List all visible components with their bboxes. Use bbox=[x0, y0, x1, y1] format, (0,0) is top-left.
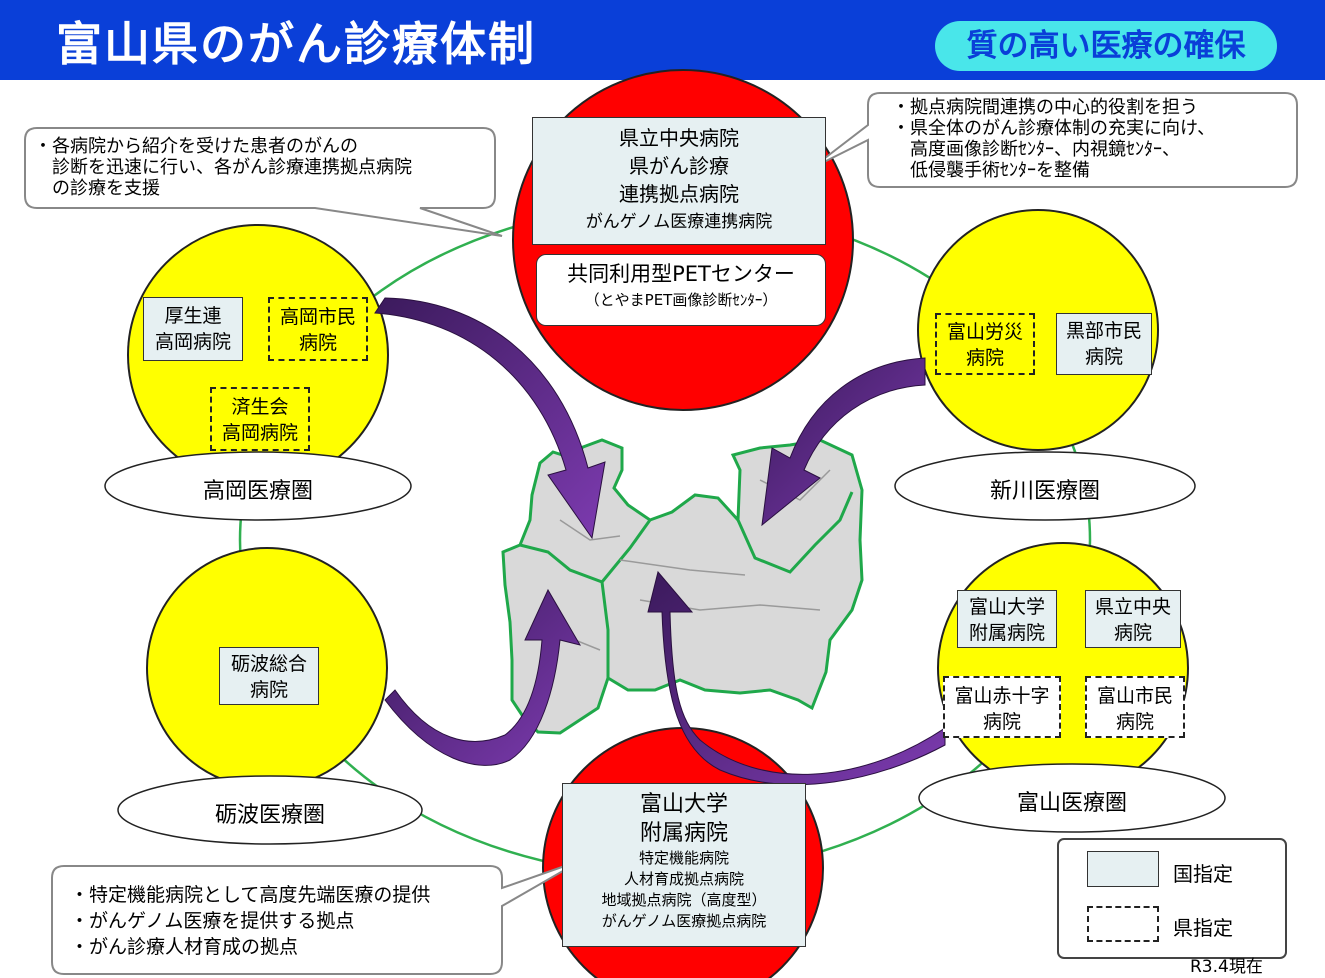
tonami-hospital-sogo: 砺波総合 病院 bbox=[219, 647, 319, 705]
toyama-hospital-sekijuji: 富山赤十字 病院 bbox=[943, 676, 1061, 738]
toyama-h2-line1: 県立中央 bbox=[1094, 596, 1171, 618]
toyama-hospital-shimin: 富山市民 病院 bbox=[1085, 676, 1185, 738]
takaoka-oval bbox=[104, 451, 412, 521]
bottom-center-line2: 附属病院 bbox=[639, 821, 728, 846]
shinkawa-h1-line2: 病院 bbox=[965, 347, 1004, 369]
top-center-line4: がんゲノム医療連携病院 bbox=[585, 212, 773, 232]
shinkawa-h2-line1: 黒部市民 bbox=[1065, 320, 1142, 342]
shinkawa-oval bbox=[894, 451, 1196, 521]
toyama-h3-line1: 富山赤十字 bbox=[954, 685, 1050, 707]
legend-national-swatch bbox=[1087, 851, 1159, 887]
pet-center-line2: （とやまPET画像診断ｾﾝﾀｰ） bbox=[584, 291, 778, 309]
toyama-region-label: 富山医療圏 bbox=[1016, 791, 1127, 816]
bottom-center-sub3: 地域拠点病院（高度型） bbox=[601, 891, 767, 909]
bottom-center-sub1: 特定機能病院 bbox=[638, 849, 729, 867]
toyama-h1-line1: 富山大学 bbox=[968, 596, 1045, 618]
date-note: R3.4現在 bbox=[1190, 957, 1263, 977]
shinkawa-hospital-rousai: 富山労災 病院 bbox=[935, 313, 1035, 375]
takaoka-h3-line2: 高岡病院 bbox=[221, 422, 298, 444]
callout-bottom-text: ・特定機能病院として高度先端医療の提供 ・がんゲノム医療を提供する拠点 ・がん診… bbox=[70, 884, 431, 958]
tonami-h1-line1: 砺波総合 bbox=[230, 653, 307, 675]
toyama-oval bbox=[918, 763, 1226, 833]
shinkawa-circle bbox=[917, 209, 1159, 451]
top-center-hospital-box: 県立中央病院 県がん診療 連携拠点病院 がんゲノム医療連携病院 bbox=[532, 117, 826, 245]
legend: 国指定 県指定 bbox=[1057, 838, 1287, 959]
bottom-center-hospital-box: 富山大学 附属病院 特定機能病院 人材育成拠点病院 地域拠点病院（高度型） がん… bbox=[562, 783, 806, 947]
takaoka-h2-line1: 高岡市民 bbox=[279, 306, 356, 328]
toyama-circle bbox=[937, 542, 1189, 794]
quality-badge: 質の高い医療の確保 bbox=[935, 21, 1277, 71]
bottom-center-sub2: 人材育成拠点病院 bbox=[623, 870, 744, 888]
legend-prefectural-label: 県指定 bbox=[1173, 916, 1233, 940]
shinkawa-region-label: 新川医療圏 bbox=[989, 479, 1100, 504]
legend-prefectural-swatch bbox=[1087, 906, 1159, 942]
shinkawa-hospital-kurobe: 黒部市民 病院 bbox=[1056, 313, 1152, 375]
toyama-h3-line2: 病院 bbox=[982, 711, 1021, 733]
takaoka-h1-line1: 厚生連 bbox=[164, 305, 222, 327]
callout-left-text: ・各病院から紹介を受けた患者のがんの 診断を迅速に行い、各がん診療連携拠点病院 … bbox=[34, 136, 412, 199]
bottom-center-sub4: がんゲノム医療拠点病院 bbox=[601, 912, 767, 930]
callout-right-shape bbox=[811, 92, 1298, 188]
toyama-hospital-kenritsu: 県立中央 病院 bbox=[1085, 590, 1181, 648]
tonami-oval bbox=[117, 775, 423, 845]
takaoka-h2-line2: 病院 bbox=[298, 332, 337, 354]
legend-national-label: 国指定 bbox=[1173, 862, 1233, 886]
takaoka-h1-line2: 高岡病院 bbox=[154, 331, 231, 353]
takaoka-hospital-shimin: 高岡市民 病院 bbox=[268, 297, 368, 361]
callout-left-shape bbox=[24, 127, 503, 237]
toyama-h4-line1: 富山市民 bbox=[1096, 685, 1173, 707]
top-center-line2: 県がん診療 bbox=[629, 154, 729, 178]
tonami-region-label: 砺波医療圏 bbox=[214, 803, 325, 828]
takaoka-h3-line1: 済生会 bbox=[231, 396, 289, 418]
bottom-center-line1: 富山大学 bbox=[639, 792, 728, 817]
toyama-h4-line2: 病院 bbox=[1115, 711, 1154, 733]
top-center-line3: 連携拠点病院 bbox=[619, 182, 739, 206]
toyama-h1-line2: 附属病院 bbox=[968, 622, 1045, 644]
toyama-hospital-univ: 富山大学 附属病院 bbox=[957, 590, 1057, 648]
pet-center-line1: 共同利用型PETセンター bbox=[567, 262, 795, 286]
callout-bottom-shape bbox=[51, 859, 583, 975]
arrow-shinkawa bbox=[761, 357, 926, 527]
header-bar: 富山県のがん診療体制 質の高い医療の確保 bbox=[0, 0, 1325, 80]
shinkawa-h2-line2: 病院 bbox=[1084, 346, 1123, 368]
top-center-line1: 県立中央病院 bbox=[619, 126, 739, 150]
arrow-takaoka bbox=[374, 297, 606, 540]
arrow-tonami bbox=[384, 588, 582, 766]
takaoka-hospital-saiseikai: 済生会 高岡病院 bbox=[210, 387, 310, 451]
pet-center-box: 共同利用型PETセンター （とやまPET画像診断ｾﾝﾀｰ） bbox=[536, 254, 826, 326]
takaoka-hospital-kouseiren: 厚生連 高岡病院 bbox=[143, 297, 243, 361]
toyama-h2-line2: 病院 bbox=[1113, 622, 1152, 644]
callout-right-text: ・拠点病院間連携の中心的役割を担う ・県全体のがん診療体制の充実に向け、 高度画… bbox=[892, 97, 1216, 181]
takaoka-region-label: 高岡医療圏 bbox=[202, 479, 313, 504]
page-title: 富山県のがん診療体制 bbox=[56, 17, 536, 71]
tonami-h1-line2: 病院 bbox=[249, 679, 288, 701]
shinkawa-h1-line1: 富山労災 bbox=[946, 321, 1023, 343]
